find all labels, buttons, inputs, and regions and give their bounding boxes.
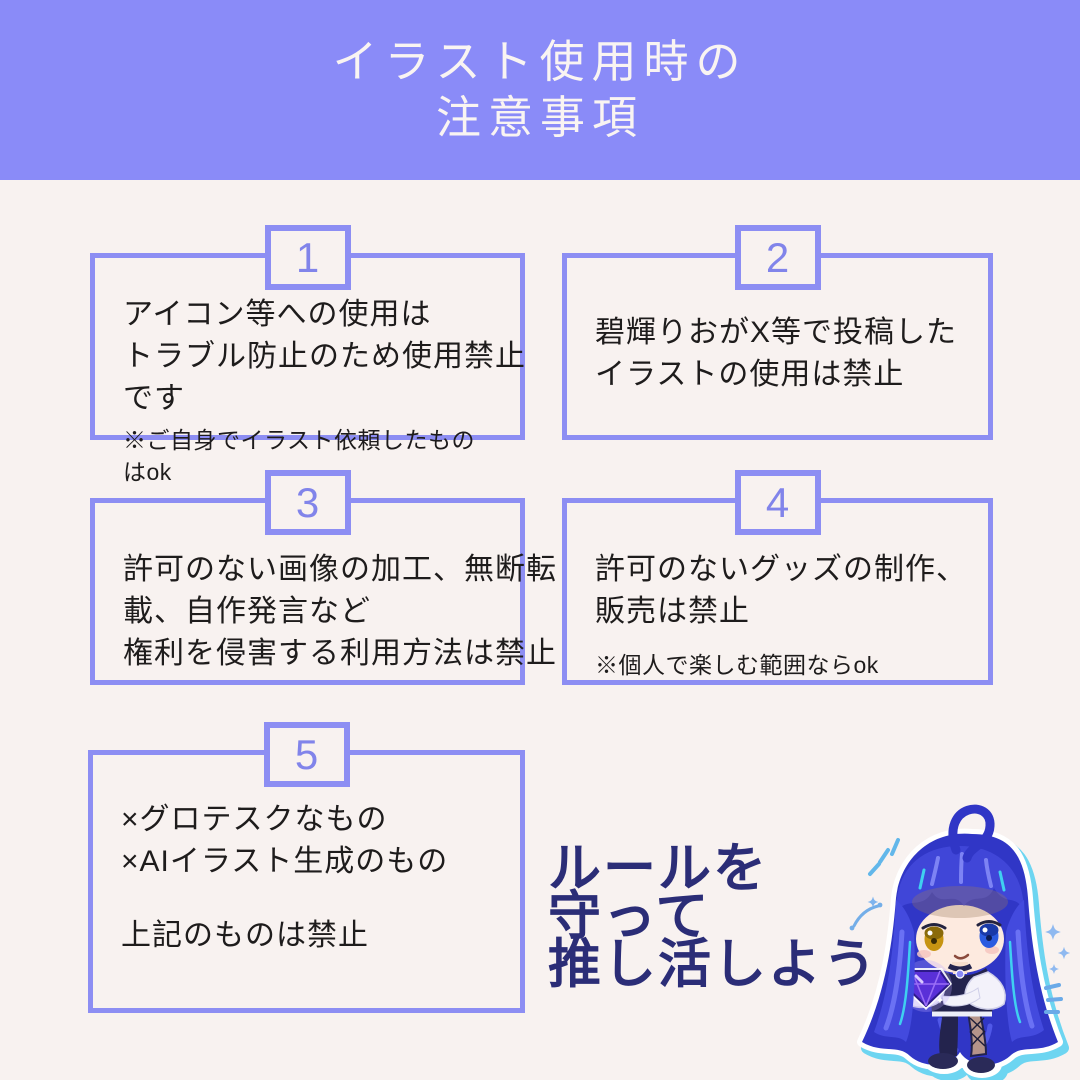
- bangs-tint: [912, 886, 1008, 918]
- forearm-cross: [941, 987, 981, 1007]
- rule-closing-line: 上記のものは禁止: [121, 919, 369, 952]
- rule-1-number: 1: [295, 233, 320, 281]
- mascot-illustration: [849, 804, 1071, 1080]
- rule-line: です: [123, 382, 185, 415]
- slogan-line-1: ルールを: [548, 839, 768, 898]
- leg-left: [939, 1012, 958, 1056]
- rule-4-number: 4: [765, 478, 790, 526]
- sparkle-star-icon: [1057, 946, 1071, 960]
- rule-line: アイコン等への使用は: [123, 298, 432, 331]
- rule-card-5: 5 ×グロテスクなもの ×AIイラスト生成のもの 上記のものは禁止: [88, 722, 525, 1013]
- sparkle-star-icon: [1049, 964, 1059, 974]
- eye-blue-highlight: [982, 927, 988, 933]
- rule-line: ×AIイラスト生成のもの: [121, 845, 449, 878]
- rule-note: ※ご自身でイラスト依頼したものはok: [123, 427, 476, 485]
- eye-gold-pupil: [931, 938, 937, 944]
- eye-gold-highlight: [927, 930, 933, 936]
- ahoge: [948, 804, 995, 863]
- choker: [947, 963, 973, 972]
- rule-5-number: 5: [294, 730, 319, 778]
- rule-note: ※個人で楽しむ範囲ならok: [595, 652, 879, 678]
- rule-line: 権利を侵害する利用方法は禁止: [123, 637, 557, 670]
- sparkle-dot: [877, 902, 883, 908]
- rule-card-3: 3 許可のない画像の加工、無断転 載、自作発言など 権利を侵害する利用方法は禁止: [90, 470, 557, 685]
- rule-5-text: ×グロテスクなもの ×AIイラスト生成のもの 上記のものは禁止: [93, 755, 520, 957]
- slogan-line-2: 守って: [548, 887, 711, 946]
- sparkle-dashes-left: [868, 838, 900, 876]
- page-title-line-2: 注意事項: [435, 92, 644, 143]
- eyelash-left: [921, 923, 947, 930]
- bangs-cyan-accents: [918, 868, 1006, 892]
- rule-card-1: 1 アイコン等への使用は トラブル防止のため使用禁止 です ※ご自身でイラスト依…: [90, 225, 525, 485]
- sparkle-arc: [852, 904, 880, 928]
- shoe-right: [967, 1057, 995, 1073]
- eyelash-right: [976, 920, 1002, 927]
- sparkle-star-icon: [1045, 924, 1061, 940]
- hair-side-highlights: [883, 929, 1035, 1031]
- rule-3-number-badge: 3: [264, 470, 351, 535]
- eye-blue-pupil: [986, 935, 992, 941]
- gem-shine: [914, 974, 924, 984]
- bangs-highlights: [930, 852, 993, 888]
- rule-1-number-badge: 1: [264, 225, 351, 290]
- mouth: [953, 953, 970, 960]
- blank-line-spacer: [121, 883, 498, 915]
- sparkle-dot: [849, 925, 855, 931]
- rule-line: ×グロテスクなもの: [121, 803, 388, 836]
- pendant: [955, 969, 965, 979]
- slogan-line-3: 推し活しよう: [548, 935, 878, 994]
- rule-line: 許可のないグッズの制作、: [595, 553, 967, 586]
- rule-line: 載、自作発言など: [123, 595, 371, 628]
- rule-line: 許可のない画像の加工、無断転: [123, 553, 557, 586]
- rule-1-text: アイコン等への使用は トラブル防止のため使用禁止 です ※ご自身でイラスト依頼し…: [95, 258, 526, 488]
- hair-cyan-strands: [898, 940, 1022, 1026]
- rule-5-number-badge: 5: [263, 722, 350, 787]
- sparkle-dashes-right: [1044, 983, 1063, 1014]
- rule-line: 碧輝りおがX等で投稿した: [595, 316, 958, 349]
- rule-2-number: 2: [765, 233, 790, 281]
- page-title-line-1: イラスト使用時の: [332, 36, 748, 87]
- eye-blue-shade: [979, 923, 999, 937]
- fishnet-pattern: [969, 1017, 986, 1047]
- blush-right: [985, 946, 999, 954]
- header-banner: イラスト使用時の 注意事項: [0, 0, 1080, 180]
- rule-3-number: 3: [295, 478, 320, 526]
- rule-4-number-badge: 4: [734, 470, 821, 535]
- rule-card-2: 2 碧輝りおがX等で投稿した イラストの使用は禁止: [562, 225, 993, 440]
- rule-4-text: 許可のないグッズの制作、 販売は禁止 ※個人で楽しむ範囲ならok: [567, 503, 988, 681]
- rule-card-4: 4 許可のないグッズの制作、 販売は禁止 ※個人で楽しむ範囲ならok: [562, 470, 993, 685]
- rule-3-text: 許可のない画像の加工、無断転 載、自作発言など 権利を侵害する利用方法は禁止: [95, 503, 557, 675]
- eye-gold-shade: [924, 926, 944, 940]
- rule-2-number-badge: 2: [734, 225, 821, 290]
- slogan-text: ルールを 守って 推し活しよう: [548, 839, 878, 994]
- rule-line: トラブル防止のため使用禁止: [123, 340, 526, 373]
- rule-line: 販売は禁止: [595, 595, 750, 628]
- blush-left: [917, 950, 931, 958]
- rule-2-text: 碧輝りおがX等で投稿した イラストの使用は禁止: [567, 258, 988, 396]
- rule-line: イラストの使用は禁止: [595, 358, 905, 391]
- shoe-left: [928, 1053, 958, 1069]
